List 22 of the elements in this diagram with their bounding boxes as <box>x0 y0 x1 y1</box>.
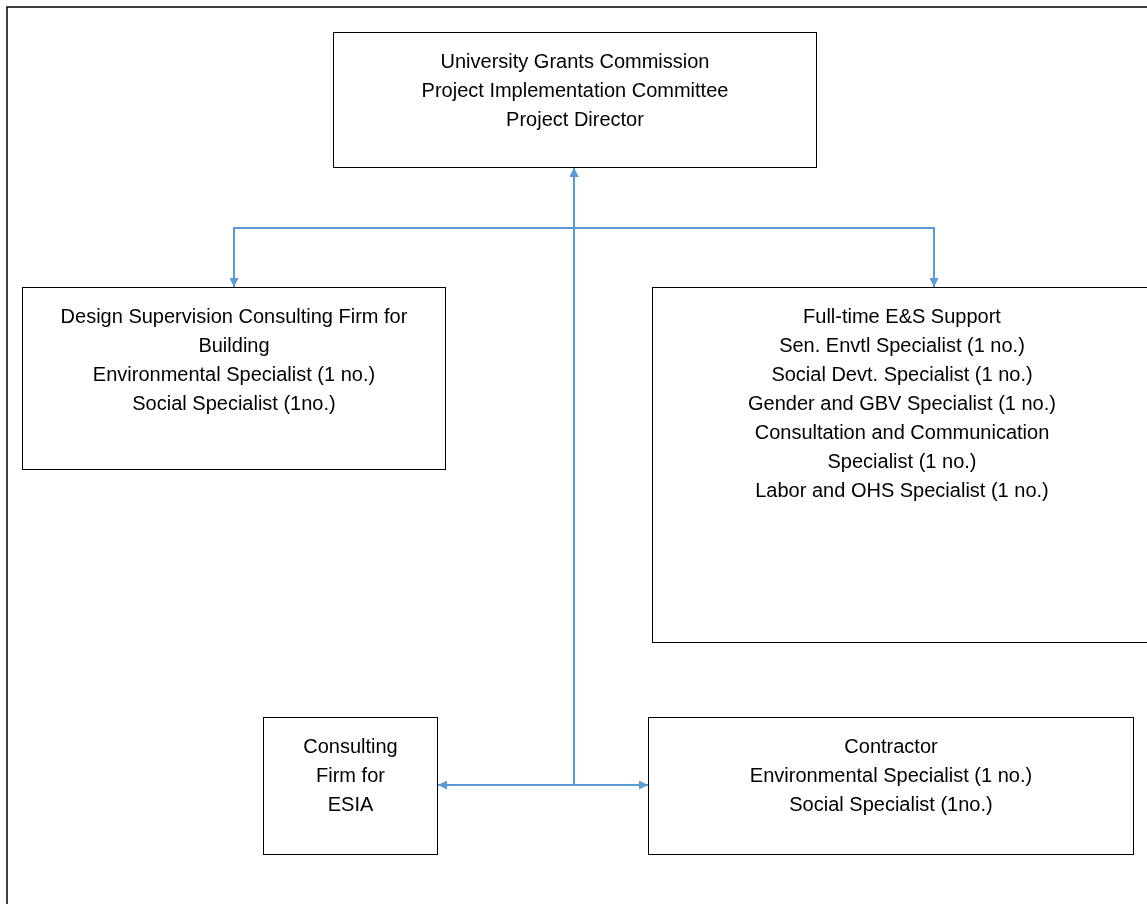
box-text: Project Director <box>506 107 644 132</box>
box-text: Sen. Envtl Specialist (1 no.) <box>779 333 1025 358</box>
box-text: Environmental Specialist (1 no.) <box>92 362 376 387</box>
box-text: Consultation and Communication Specialist (1 no.) <box>753 420 1051 474</box>
connector-arrow <box>569 167 649 790</box>
org-box <box>22 287 446 470</box>
box-text: University Grants Commission <box>440 49 710 74</box>
org-box <box>263 717 438 855</box>
box-text: Design Supervision Consulting Firm for Building <box>59 304 409 358</box>
org-box <box>652 287 1147 643</box>
box-text: Social Specialist (1no.) <box>789 792 993 817</box>
box-text: Gender and GBV Specialist (1 no.) <box>748 391 1056 416</box>
box-text: Full-time E&S Support <box>803 304 1001 329</box>
box-text: Social Devt. Specialist (1 no.) <box>771 362 1033 387</box>
box-text: Consulting Firm for ESIA <box>302 734 399 817</box>
box-text: Labor and OHS Specialist (1 no.) <box>755 478 1049 503</box>
org-box <box>333 32 817 168</box>
box-text: Project Implementation Committee <box>421 78 729 103</box>
box-text: Environmental Specialist (1 no.) <box>749 763 1033 788</box>
box-text: Social Specialist (1no.) <box>132 391 336 416</box>
box-text: Contractor <box>844 734 938 759</box>
org-box <box>648 717 1134 855</box>
